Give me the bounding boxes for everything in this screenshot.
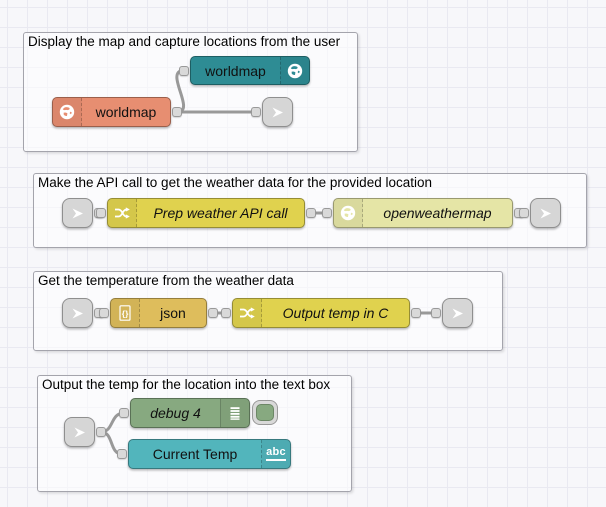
debug-node-input-port[interactable] bbox=[119, 408, 129, 418]
link-out-node-3-input-port[interactable] bbox=[431, 308, 441, 318]
node-label: debug 4 bbox=[150, 405, 201, 421]
link-out-node-2[interactable] bbox=[530, 198, 561, 228]
link-icon bbox=[70, 423, 89, 442]
group-label: Make the API call to get the weather dat… bbox=[38, 175, 432, 190]
output-temp-function-node-output-port[interactable] bbox=[411, 308, 421, 318]
output-temp-function-node[interactable]: Output temp in C bbox=[232, 298, 410, 328]
link-out-node-1[interactable] bbox=[262, 97, 293, 127]
node-label: Prep weather API call bbox=[153, 205, 288, 221]
worldmap-in-node[interactable]: worldmap bbox=[52, 97, 171, 127]
globe-icon bbox=[280, 57, 309, 84]
prep-weather-function-node[interactable]: Prep weather API call bbox=[107, 198, 305, 228]
openweathermap-node-input-port[interactable] bbox=[322, 208, 332, 218]
link-in-node-3[interactable] bbox=[64, 417, 95, 447]
display-map-group[interactable]: Display the map and capture locations fr… bbox=[23, 32, 358, 152]
link-icon bbox=[448, 304, 467, 323]
link-icon bbox=[68, 304, 87, 323]
link-out-node-2-input-port[interactable] bbox=[519, 208, 529, 218]
worldmap-display-node-input-port[interactable] bbox=[179, 65, 189, 76]
globe-icon bbox=[53, 98, 82, 126]
prep-weather-function-node-input-port[interactable] bbox=[96, 208, 106, 218]
link-icon bbox=[268, 103, 287, 122]
worldmap-display-node[interactable]: worldmap bbox=[190, 56, 310, 85]
output-temp-group[interactable]: Output the temp for the location into th… bbox=[37, 375, 352, 492]
prep-weather-function-node-output-port[interactable] bbox=[306, 208, 316, 218]
function-icon bbox=[108, 199, 137, 227]
abc-icon: abc bbox=[261, 440, 290, 468]
function-icon bbox=[233, 299, 262, 327]
globe-icon bbox=[334, 199, 363, 227]
current-temp-text-node-input-port[interactable] bbox=[117, 449, 127, 459]
debug-toggle-button[interactable] bbox=[252, 400, 278, 425]
link-in-node-2[interactable] bbox=[62, 298, 93, 328]
output-temp-function-node-input-port[interactable] bbox=[221, 308, 231, 318]
group-label: Output the temp for the location into th… bbox=[42, 377, 331, 392]
node-label: Output temp in C bbox=[282, 305, 389, 321]
debug-icon bbox=[220, 399, 249, 427]
openweathermap-node[interactable]: openweathermap bbox=[333, 198, 513, 228]
group-label: Get the temperature from the weather dat… bbox=[38, 273, 294, 288]
debug-toggle-state bbox=[256, 404, 274, 421]
link-in-node-1[interactable] bbox=[62, 198, 93, 228]
json-icon: {} bbox=[111, 299, 140, 327]
node-label: json bbox=[160, 305, 186, 321]
link-in-node-3-output-port[interactable] bbox=[96, 427, 106, 437]
abc-icon-label: abc bbox=[266, 447, 286, 461]
worldmap-in-node-output-port[interactable] bbox=[172, 107, 182, 117]
json-node-input-port[interactable] bbox=[99, 308, 109, 318]
node-label: worldmap bbox=[205, 62, 266, 79]
link-icon bbox=[68, 204, 87, 223]
current-temp-text-node[interactable]: Current Temp abc bbox=[128, 439, 291, 469]
debug-node[interactable]: debug 4 bbox=[130, 398, 250, 428]
node-label: worldmap bbox=[95, 104, 157, 120]
json-node[interactable]: {} json bbox=[110, 298, 207, 328]
json-node-output-port[interactable] bbox=[208, 308, 218, 318]
node-label: openweathermap bbox=[383, 205, 492, 221]
svg-text:{}: {} bbox=[122, 308, 129, 318]
link-out-node-3[interactable] bbox=[442, 298, 473, 328]
link-out-node-1-input-port[interactable] bbox=[251, 107, 261, 117]
link-icon bbox=[536, 204, 555, 223]
group-label: Display the map and capture locations fr… bbox=[28, 34, 341, 49]
node-label: Current Temp bbox=[152, 446, 238, 462]
